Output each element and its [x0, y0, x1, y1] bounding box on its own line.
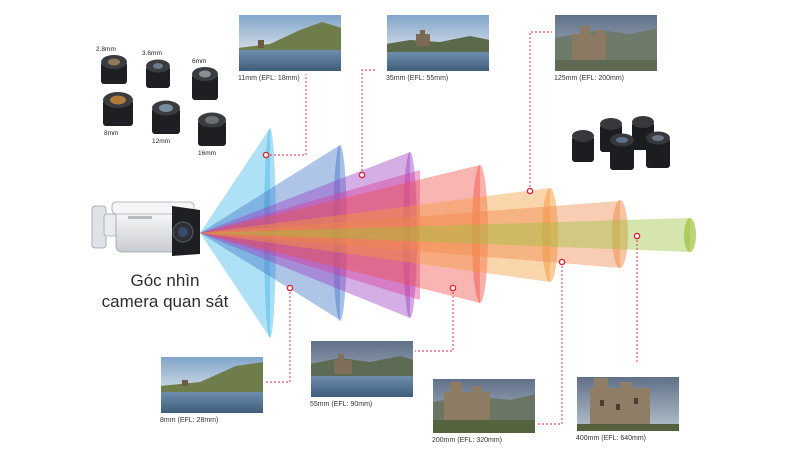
camera-brand-strip	[128, 216, 152, 219]
lens-12mm	[152, 100, 180, 134]
leader-dot	[358, 171, 366, 179]
leader-dot	[286, 284, 294, 292]
bullet-camera	[91, 201, 200, 256]
photo-caption-55mm: 55mm (EFL: 90mm)	[310, 401, 373, 408]
cone-11mm	[200, 145, 340, 320]
leader-dot	[526, 187, 534, 195]
photo-8mm	[159, 355, 265, 415]
leader-dots	[262, 151, 641, 292]
lens-label-12mm: 12mm	[152, 138, 171, 145]
leader-lines	[264, 31, 638, 425]
title-line-2: camera quan sát	[101, 292, 229, 311]
photo-caption-11mm: 11mm (EFL: 18mm)	[238, 75, 300, 82]
photo-caption-35mm: 35mm (EFL: 55mm)	[386, 75, 449, 82]
photo-55mm	[309, 339, 415, 399]
photo-caption-400mm: 400mm (EFL: 640mm)	[576, 435, 647, 442]
lens-8mm	[103, 92, 133, 126]
view-cones	[200, 128, 696, 338]
lens-16mm	[198, 112, 226, 146]
lens-group	[572, 116, 670, 170]
photo-11mm	[237, 13, 343, 73]
cone-200mm-face	[542, 188, 558, 282]
cone-35mm-face	[403, 152, 417, 318]
leader-dot	[558, 258, 566, 266]
cone-8mm	[200, 128, 270, 338]
photo-35mm	[385, 13, 491, 73]
lens-label-6mm: 6mm	[192, 58, 207, 65]
cone-400mm	[200, 218, 690, 252]
photo-125mm	[553, 13, 659, 73]
lens-2-8mm	[101, 55, 127, 84]
diagram-title: Góc nhìn camera quan sát	[70, 270, 260, 312]
lens-set	[101, 55, 226, 146]
lens-label-16mm: 16mm	[198, 150, 217, 157]
cone-35mm	[200, 152, 410, 318]
photo-caption-200mm: 200mm (EFL: 320mm)	[432, 437, 503, 444]
cone-125mm	[200, 165, 480, 303]
cone-8mm-face	[264, 128, 276, 338]
lens-3-6mm	[146, 59, 170, 88]
leader-dot	[449, 284, 457, 292]
title-line-1: Góc nhìn	[130, 271, 200, 290]
cone-300mm-face	[612, 200, 628, 268]
cone-55mm	[200, 170, 420, 300]
photo-caption-125mm: 125mm (EFL: 200mm)	[554, 75, 625, 82]
lens-label-8mm: 8mm	[104, 130, 119, 137]
cone-300mm	[200, 201, 620, 268]
lens-label-3-6mm: 3.6mm	[142, 50, 162, 57]
photo-caption-8mm: 8mm (EFL: 28mm)	[160, 417, 219, 424]
photo-400mm	[575, 375, 681, 433]
photo-200mm	[431, 377, 537, 435]
lens-label-2-8mm: 2.8mm	[96, 46, 116, 53]
leader-dot	[633, 232, 641, 240]
lens-6mm	[192, 67, 218, 100]
camera-lens-glass	[178, 227, 188, 237]
cone-125mm-face	[472, 165, 488, 303]
cone-200mm	[200, 188, 550, 282]
cone-400mm-face	[684, 218, 696, 252]
leader-dot	[262, 151, 270, 159]
cone-11mm-face	[333, 145, 347, 321]
